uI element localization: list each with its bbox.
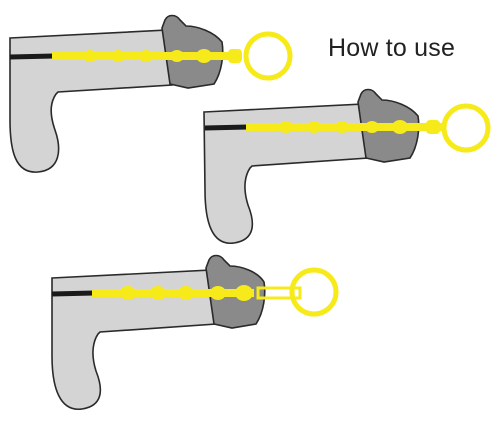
- step-1-plug: [52, 31, 293, 81]
- step-3-cable: [51, 290, 95, 297]
- step-2-pull-ring: [441, 103, 491, 153]
- page-title: How to use: [328, 34, 456, 62]
- step-3-shaft: [51, 269, 217, 410]
- step-3-pull-ring: [289, 267, 339, 317]
- step-2-plug: [246, 103, 491, 153]
- step-2-illustration: [203, 88, 491, 244]
- step-2-shaft: [203, 103, 369, 244]
- step-1-pull-ring: [243, 31, 293, 81]
- step-1-cable: [9, 53, 55, 60]
- step-1-illustration: [9, 14, 293, 173]
- step-3-illustration: [51, 254, 339, 410]
- step-3-plug: [92, 267, 339, 317]
- step-1-shaft: [9, 29, 173, 173]
- step-2-cable: [204, 124, 249, 131]
- step-1-head: [161, 14, 224, 89]
